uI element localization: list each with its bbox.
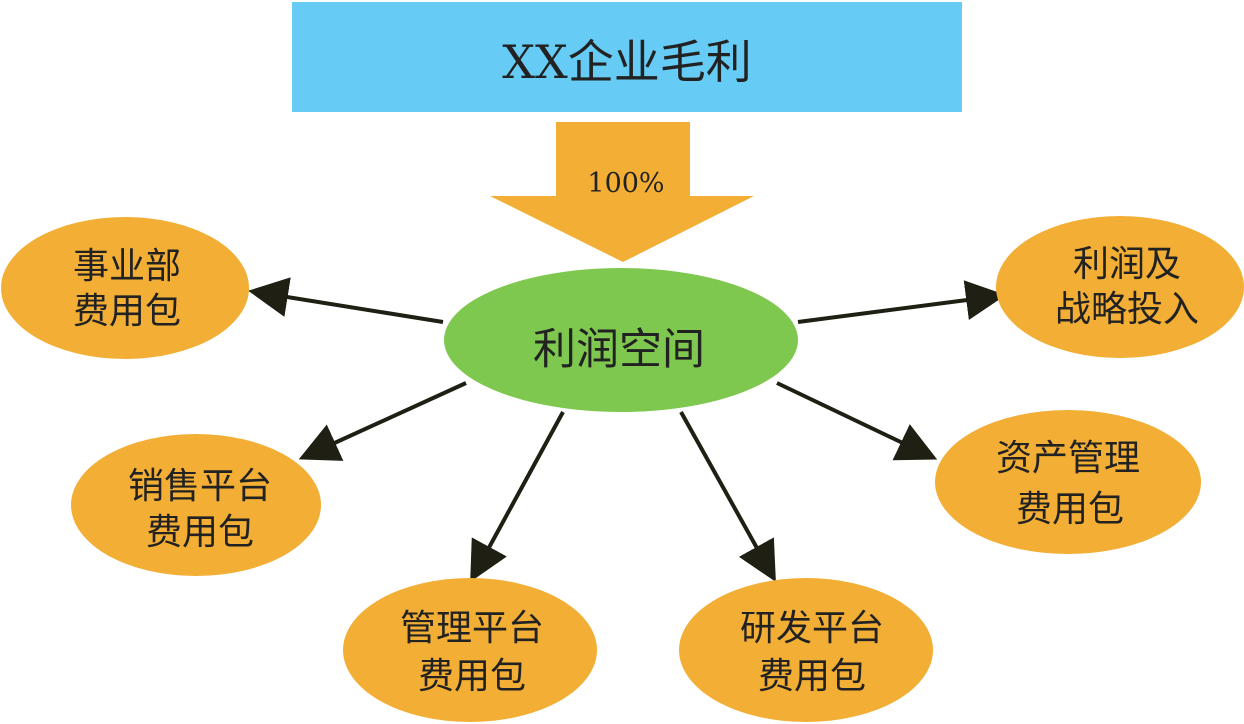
node-sales-platform-line2: 费用包 <box>146 512 254 553</box>
node-profit-strategy-line1: 利润及 <box>1073 244 1181 285</box>
node-asset-mgmt-line1: 资产管理 <box>996 438 1140 479</box>
gross-profit-box: XX企业毛利 <box>292 2 962 112</box>
node-mgmt-platform-line2: 费用包 <box>418 656 526 697</box>
node-mgmt-platform: 管理平台 费用包 <box>343 578 597 722</box>
connector-arrows <box>248 277 1006 583</box>
node-sales-platform-line1: 销售平台 <box>128 466 272 507</box>
flow-percent-label: 100% <box>587 168 664 199</box>
node-rd-platform: 研发平台 费用包 <box>679 578 933 722</box>
gross-profit-label: XX企业毛利 <box>502 35 752 89</box>
flow-down-arrow: 100% <box>490 122 754 262</box>
node-asset-mgmt: 资产管理 费用包 <box>935 410 1201 554</box>
profit-space-ellipse <box>444 268 798 412</box>
gross-profit-box-bg <box>292 2 962 112</box>
node-sales-platform: 销售平台 费用包 <box>71 434 321 576</box>
arrow-to-business-dept <box>248 277 444 324</box>
node-rd-platform-ellipse <box>679 578 933 722</box>
node-business-dept-ellipse <box>1 217 249 359</box>
arrow-to-sales-platform <box>298 381 467 461</box>
node-profit-strategy-ellipse <box>996 216 1244 358</box>
node-profit-strategy-line2: 战略投入 <box>1055 289 1199 330</box>
profit-space-node: 利润空间 <box>444 268 798 412</box>
node-profit-strategy: 利润及 战略投入 <box>996 216 1244 358</box>
node-business-dept-line1: 事业部 <box>73 246 181 287</box>
arrow-to-rd-platform <box>679 411 776 582</box>
node-asset-mgmt-line2: 费用包 <box>1016 489 1124 530</box>
node-business-dept-line2: 费用包 <box>73 291 181 332</box>
flow-arrow-shape <box>490 122 754 262</box>
node-rd-platform-line1: 研发平台 <box>740 608 884 649</box>
arrow-to-profit-strategy <box>797 280 1006 324</box>
node-asset-mgmt-ellipse <box>935 410 1201 554</box>
node-rd-platform-line2: 费用包 <box>758 656 866 697</box>
arrow-to-mgmt-platform <box>470 411 565 583</box>
arrow-to-asset-mgmt <box>776 381 938 461</box>
profit-space-label: 利润空间 <box>533 325 705 375</box>
node-mgmt-platform-line1: 管理平台 <box>400 608 544 649</box>
node-mgmt-platform-ellipse <box>343 578 597 722</box>
node-sales-platform-ellipse <box>71 434 321 576</box>
node-business-dept: 事业部 费用包 <box>1 217 249 359</box>
